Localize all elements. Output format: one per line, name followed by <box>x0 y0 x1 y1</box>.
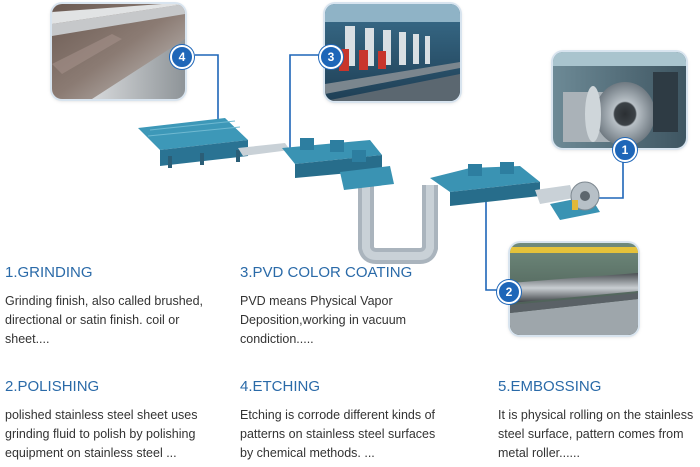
grinding-title: 1.GRINDING <box>5 264 93 281</box>
etching-title: 4.ETCHING <box>240 378 321 395</box>
step-badge-4: 4 <box>170 45 194 69</box>
pvd-title: 3.PVD COLOR COATING <box>240 264 413 281</box>
polishing-description: polished stainless steel sheet uses grin… <box>5 408 198 460</box>
embossing-description: It is physical rolling on the stainless … <box>498 408 694 460</box>
step-badge-3: 3 <box>319 45 343 69</box>
photo-pvd-machines <box>325 4 460 101</box>
grinding-description: Grinding finish, also called brushed, di… <box>5 294 204 346</box>
photo-polishing-roller <box>510 243 638 335</box>
embossing-title: 5.EMBOSSING <box>498 378 602 395</box>
step-badge-2: 2 <box>497 280 521 304</box>
photo-stainless-sheets <box>52 4 185 99</box>
polishing-title: 2.POLISHING <box>5 378 100 395</box>
pvd-description: PVD means Physical Vapor Deposition,work… <box>240 294 407 346</box>
step-badge-1: 1 <box>613 138 637 162</box>
photo-steel-coil <box>553 52 686 148</box>
etching-description: Etching is corrode different kinds of pa… <box>240 408 436 460</box>
